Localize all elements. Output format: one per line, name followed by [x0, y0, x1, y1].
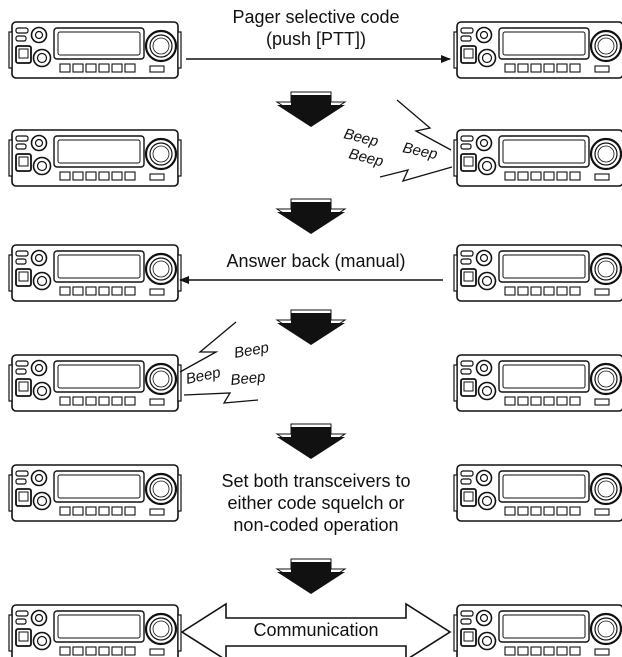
mobile-transceiver-icon [452, 20, 622, 80]
mobile-transceiver-icon [7, 353, 183, 413]
mobile-transceiver-icon [7, 128, 183, 188]
mobile-transceiver-icon [452, 128, 622, 188]
mobile-transceiver-icon [452, 353, 622, 413]
mobile-transceiver-icon [7, 463, 183, 523]
step-1-label-line-1: Pager selective code [232, 7, 400, 27]
beep-text: Beep [347, 145, 385, 170]
down-arrow-icon [276, 198, 346, 235]
signal-zigzag-icon [379, 166, 453, 183]
signal-zigzag-icon [179, 321, 237, 373]
beep-text: Beep [184, 364, 222, 388]
step-3-label: Answer back (manual) [186, 250, 446, 272]
step-5-label-line-2: either code squelch or [227, 493, 405, 513]
communication-double-arrow [180, 602, 452, 657]
step-5-label: Set both transceivers to either code squ… [176, 470, 456, 536]
mobile-transceiver-icon [7, 603, 183, 657]
beep-text: Beep [342, 125, 380, 150]
step-6-label-line-1: Communication [253, 620, 379, 640]
signal-zigzag-icon [183, 392, 259, 404]
beep-text: Beep [401, 139, 439, 163]
mobile-transceiver-icon [7, 20, 183, 80]
beep-text: Beep [230, 368, 267, 389]
down-arrow-icon [276, 309, 346, 346]
down-arrow-icon [276, 91, 346, 128]
step-3-label-line-1: Answer back (manual) [226, 251, 406, 271]
signal-zigzag-icon [396, 99, 452, 151]
beep-text: Beep [233, 339, 270, 362]
mobile-transceiver-icon [452, 463, 622, 523]
step-6-label: Communication [186, 619, 446, 641]
step-5-label-line-3: non-coded operation [233, 515, 399, 535]
step-1-label-line-2: (push [PTT]) [265, 29, 367, 49]
mobile-transceiver-icon [7, 243, 183, 303]
step-1-label: Pager selective code (push [PTT]) [186, 6, 446, 50]
mobile-transceiver-icon [452, 603, 622, 657]
step-5-label-line-1: Set both transceivers to [221, 471, 411, 491]
down-arrow-icon [276, 558, 346, 595]
mobile-transceiver-icon [452, 243, 622, 303]
down-arrow-icon [276, 423, 346, 460]
